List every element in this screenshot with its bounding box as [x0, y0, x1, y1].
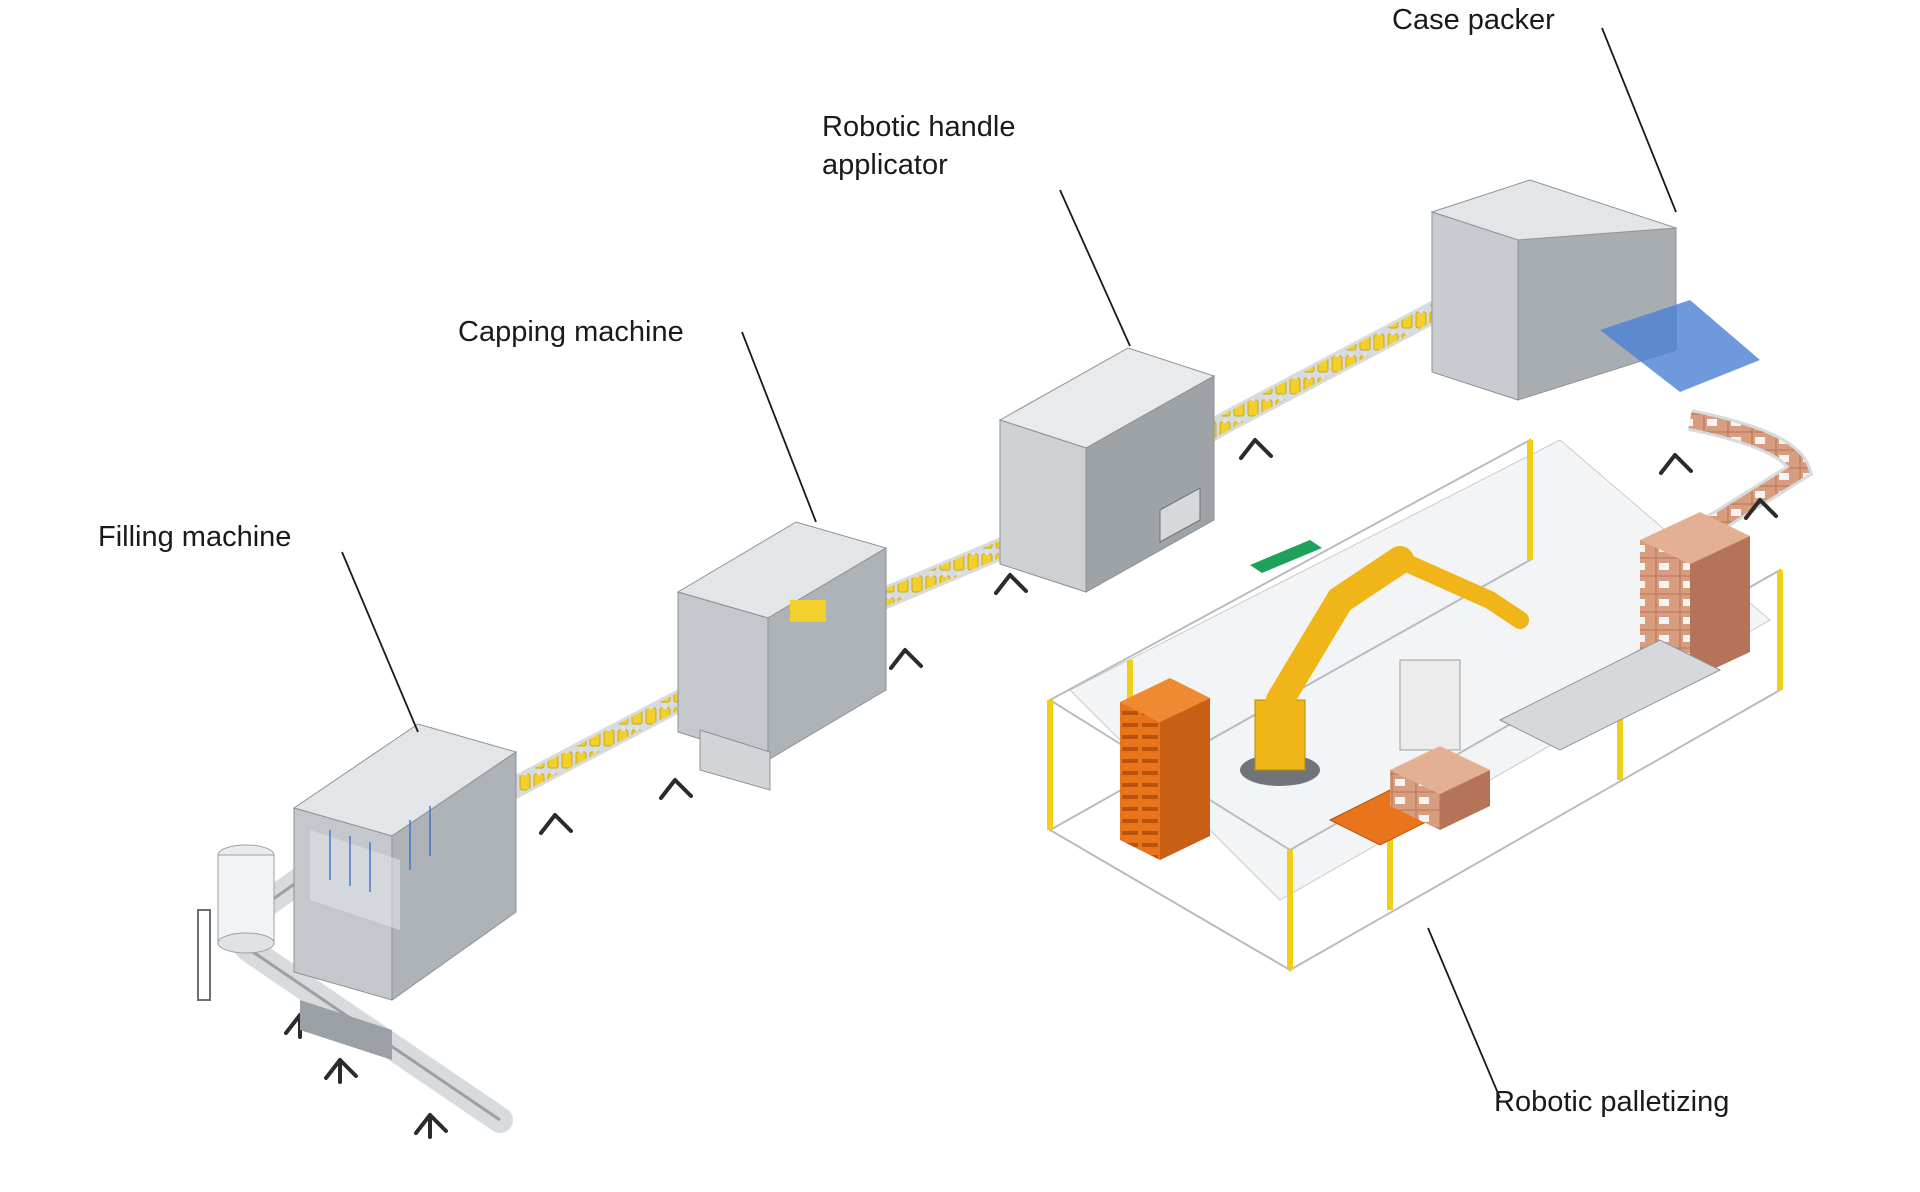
- label-capping-machine: Capping machine: [458, 316, 684, 348]
- leader-lines: [341, 27, 1677, 1099]
- carton-stack: [1390, 512, 1750, 830]
- case-packer: [1430, 179, 1760, 401]
- label-case-packer: Case packer: [1392, 4, 1555, 36]
- robotic-handle-applicator: [998, 347, 1216, 593]
- filling-machine: [292, 723, 518, 1060]
- leader-robotic-palletizing: [1427, 927, 1501, 1099]
- label-robotic-handle-applicator-line1: Robotic handle: [822, 111, 1016, 143]
- label-robotic-handle-applicator: Robotic handle applicator: [822, 108, 1015, 184]
- label-robotic-handle-applicator-line2: applicator: [822, 149, 948, 181]
- capping-machine: [676, 521, 888, 791]
- leader-case-packer: [1601, 27, 1677, 213]
- leader-capping-machine: [741, 331, 817, 523]
- label-robotic-palletizing: Robotic palletizing: [1494, 1086, 1730, 1118]
- leader-robotic-handle-applicator: [1059, 189, 1131, 347]
- leader-filling-machine: [341, 551, 419, 733]
- pallet-stack: [1120, 678, 1210, 860]
- palletizing-robot: [1240, 546, 1529, 786]
- storage-tank: [197, 844, 275, 1001]
- label-filling-machine: Filling machine: [98, 521, 292, 553]
- robotic-palletizing-cell: [1047, 438, 1783, 972]
